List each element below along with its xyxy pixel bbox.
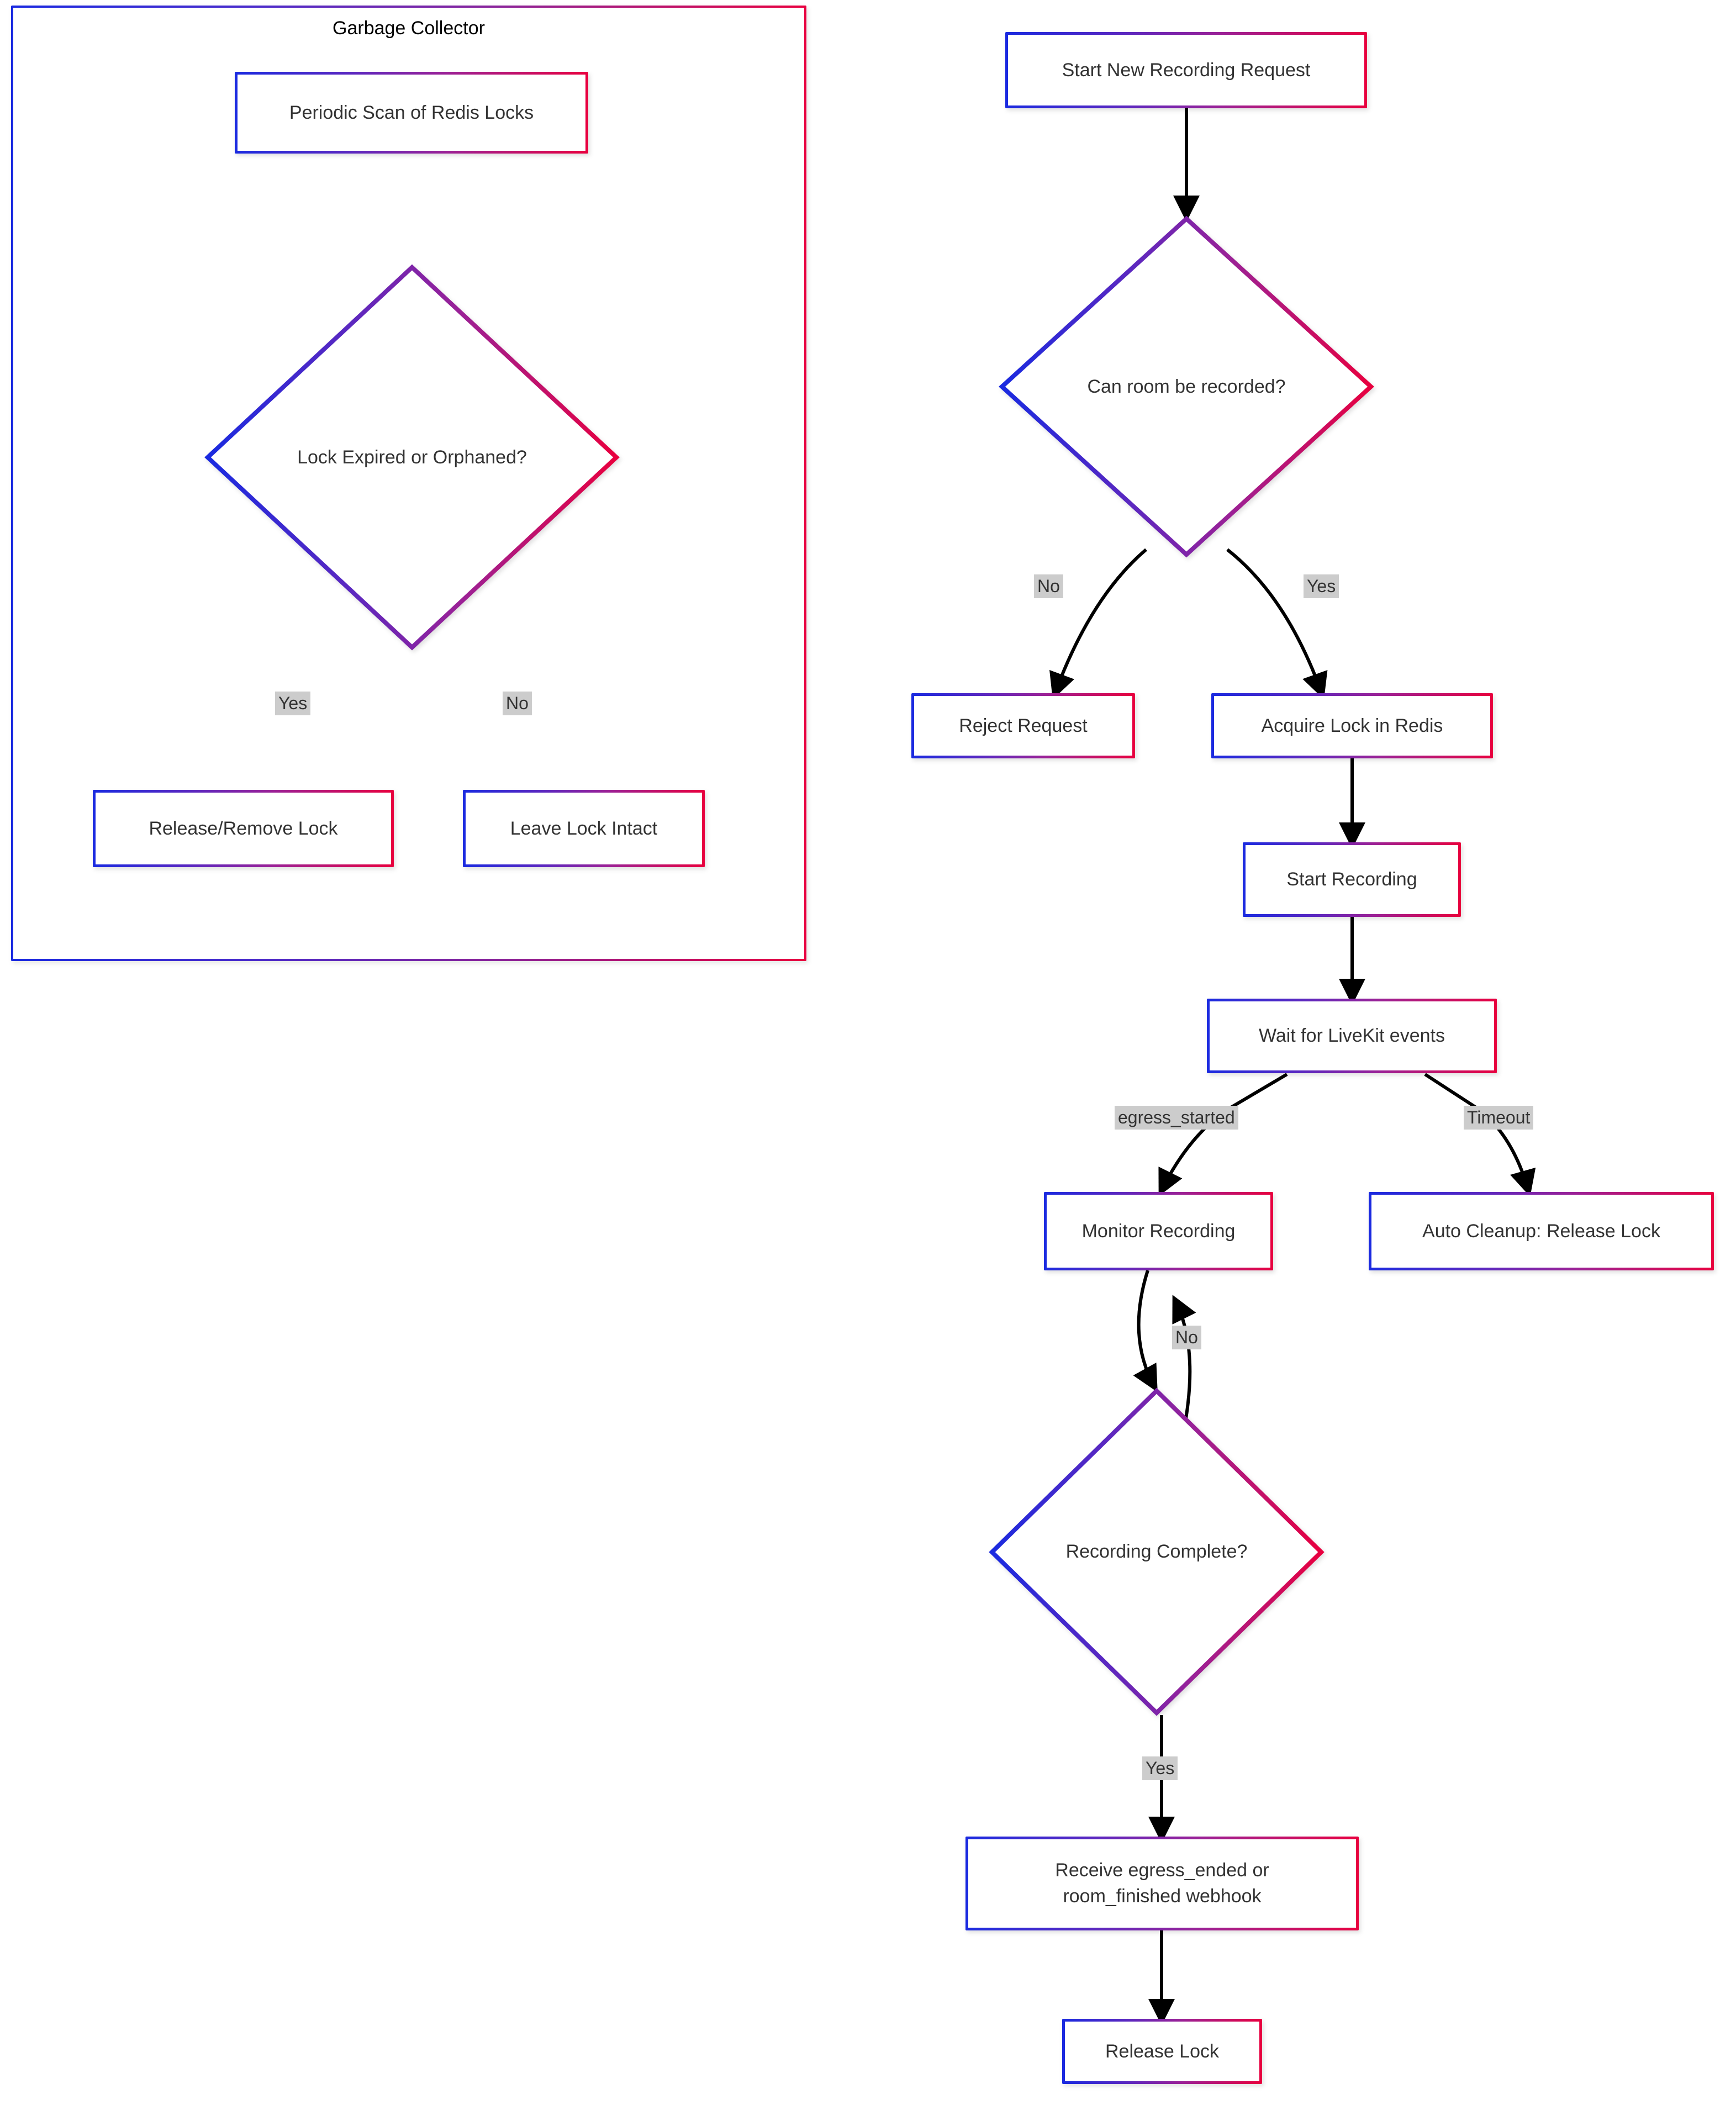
node-recording-complete[interactable]: Recording Complete? [989, 1387, 1325, 1716]
edge-monitor-to-recording-complete [1133, 1270, 1158, 1392]
node-start-request-label: Start New Recording Request [1062, 59, 1311, 81]
node-leave-lock-intact-label: Leave Lock Intact [510, 817, 658, 839]
edge-label-gc-no: No [503, 692, 532, 716]
node-release-remove-lock[interactable]: Release/Remove Lock [93, 790, 394, 867]
node-wait-events[interactable]: Wait for LiveKit events [1207, 999, 1497, 1073]
node-start-recording[interactable]: Start Recording [1243, 842, 1461, 917]
node-can-record[interactable]: Can room be recorded? [999, 215, 1374, 558]
node-receive-webhook-label-line1: Receive egress_ended or [1055, 1860, 1269, 1881]
node-reject-request-label: Reject Request [959, 715, 1088, 736]
edge-can-record-to-acquire-lock [1226, 548, 1328, 700]
node-monitor-recording-label: Monitor Recording [1081, 1220, 1236, 1242]
node-can-record-label: Can room be recorded? [1087, 376, 1286, 397]
node-auto-cleanup-label: Auto Cleanup: Release Lock [1422, 1220, 1660, 1242]
node-recording-complete-label: Recording Complete? [1065, 1541, 1248, 1562]
node-auto-cleanup[interactable]: Auto Cleanup: Release Lock [1369, 1192, 1714, 1270]
edge-label-monitor-loop-no: No [1172, 1326, 1201, 1350]
node-receive-webhook[interactable]: Receive egress_ended or room_finished we… [965, 1837, 1359, 1930]
node-release-lock[interactable]: Release Lock [1062, 2019, 1262, 2084]
node-leave-lock-intact[interactable]: Leave Lock Intact [463, 790, 705, 867]
node-release-lock-label: Release Lock [1105, 2040, 1219, 2062]
node-acquire-lock[interactable]: Acquire Lock in Redis [1211, 693, 1493, 758]
subgraph-title: Garbage Collector [333, 18, 485, 39]
node-lock-expired-label: Lock Expired or Orphaned? [297, 446, 527, 468]
edge-wait-events-to-auto-cleanup [1424, 1073, 1536, 1197]
node-receive-webhook-label-line2: room_finished webhook [1063, 1886, 1262, 1907]
node-start-recording-label: Start Recording [1286, 869, 1417, 890]
node-reject-request[interactable]: Reject Request [911, 693, 1135, 758]
node-monitor-recording[interactable]: Monitor Recording [1044, 1192, 1273, 1270]
node-lock-expired[interactable]: Lock Expired or Orphaned? [204, 264, 620, 651]
edge-label-egress-started: egress_started [1115, 1106, 1238, 1130]
edge-label-gc-yes: Yes [275, 692, 311, 716]
node-periodic-scan-label: Periodic Scan of Redis Locks [289, 102, 534, 123]
edge-label-can-record-yes: Yes [1304, 574, 1339, 599]
node-periodic-scan[interactable]: Periodic Scan of Redis Locks [235, 72, 588, 154]
node-wait-events-label: Wait for LiveKit events [1259, 1025, 1445, 1047]
node-release-remove-lock-label: Release/Remove Lock [149, 817, 338, 839]
edge-can-record-to-reject [1049, 548, 1147, 700]
node-start-request[interactable]: Start New Recording Request [1005, 32, 1367, 108]
edge-label-timeout: Timeout [1464, 1106, 1534, 1130]
edge-label-complete-yes: Yes [1142, 1756, 1178, 1781]
edge-wait-events-to-monitor [1158, 1073, 1288, 1196]
node-acquire-lock-label: Acquire Lock in Redis [1261, 715, 1443, 736]
edge-label-can-record-no: No [1034, 574, 1063, 599]
